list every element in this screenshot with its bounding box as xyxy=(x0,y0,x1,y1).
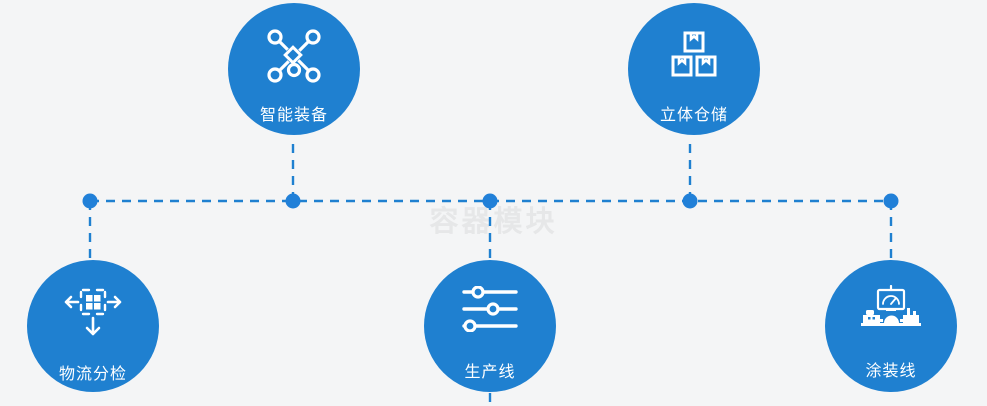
sliders-icon xyxy=(460,285,520,333)
node-dot-painting-line xyxy=(883,193,899,209)
painting-machine-icon xyxy=(859,284,923,333)
node-smart-equipment[interactable]: 智能装备 xyxy=(228,3,360,135)
node-dot-sorting xyxy=(82,193,98,209)
network-nodes-icon xyxy=(265,29,323,83)
node-production-line[interactable]: 生产线 xyxy=(424,260,556,392)
node-label: 物流分检 xyxy=(58,366,127,383)
node-sorting[interactable]: 物流分检 xyxy=(27,260,159,392)
node-painting-line[interactable]: 涂装线 xyxy=(825,260,957,392)
node-label: 智能装备 xyxy=(259,107,328,124)
node-label: 生产线 xyxy=(464,364,516,381)
logistics-sorting-icon xyxy=(62,284,124,340)
node-label: 涂装线 xyxy=(865,363,917,380)
node-dot-production-line xyxy=(482,193,498,209)
stacked-boxes-icon xyxy=(666,31,722,81)
node-dot-smart-equipment xyxy=(285,193,301,209)
node-label: 立体仓储 xyxy=(659,107,728,124)
node-dot-warehouse xyxy=(682,193,698,209)
node-warehouse[interactable]: 立体仓储 xyxy=(628,3,760,135)
